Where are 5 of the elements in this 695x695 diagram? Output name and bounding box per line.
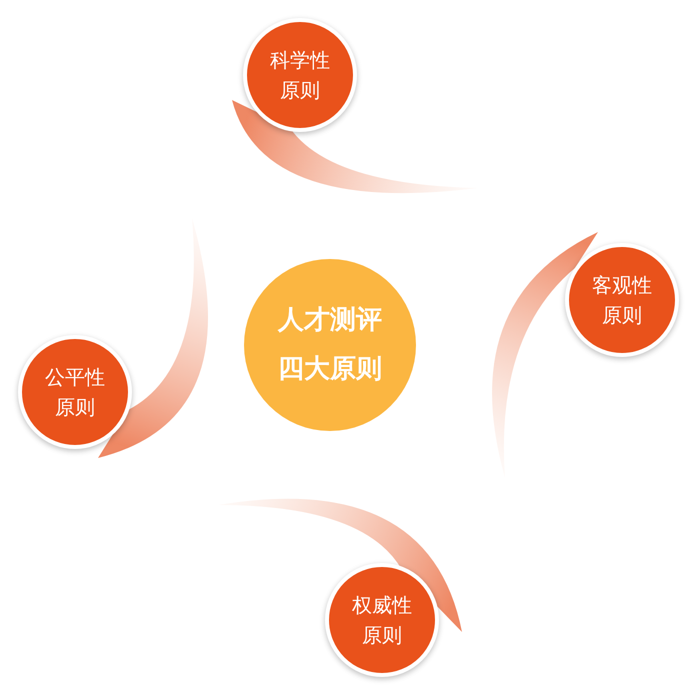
principle-label: 客观性原则 — [591, 272, 653, 329]
principle-label: 权威性原则 — [351, 592, 413, 649]
topic-title: 人才测评四大原则 — [276, 304, 383, 386]
principle-label: 科学性原则 — [269, 47, 331, 104]
principle-label: 公平性原则 — [44, 364, 106, 421]
